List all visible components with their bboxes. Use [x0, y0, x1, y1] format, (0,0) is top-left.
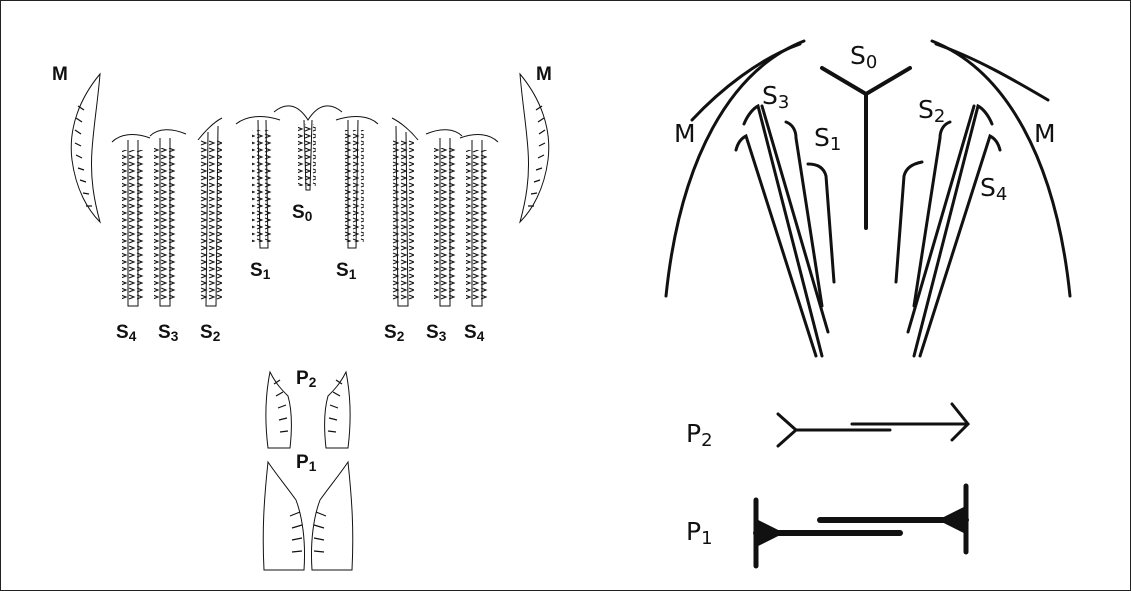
- label-s3-right: S3: [426, 322, 447, 344]
- label-s0-right: S0: [850, 41, 877, 73]
- p2-element-left-drawing: [266, 372, 291, 448]
- p1-schematic: [756, 486, 966, 566]
- m-element-left-drawing: [71, 74, 100, 222]
- label-s2-right: S2: [384, 322, 405, 344]
- label-s3-left: S3: [158, 322, 179, 344]
- s1-element-right-drawing: [336, 117, 378, 248]
- s2-element-right-drawing: [392, 118, 418, 306]
- s3-element-right-drawing: [426, 130, 462, 306]
- s1-schematic-right: [896, 162, 922, 282]
- p2-element-right-drawing: [325, 372, 350, 448]
- label-m-schematic-left: M: [674, 119, 696, 148]
- label-s2-right: S2: [918, 95, 945, 127]
- label-s1-right: S1: [336, 260, 357, 282]
- s1-element-left-drawing: [236, 117, 280, 248]
- label-s4-right: S4: [464, 322, 485, 344]
- label-p1-left: P1: [296, 452, 317, 474]
- s1-schematic-left: [808, 164, 834, 282]
- left-element-drawings: [71, 74, 549, 570]
- p1-element-right-drawing: [311, 462, 352, 570]
- label-s4-left: S4: [116, 322, 137, 344]
- p1-element-left-drawing: [263, 462, 304, 570]
- label-m-schematic-right: M: [1034, 119, 1056, 148]
- s4-element-left-drawing: [112, 135, 150, 306]
- label-p2-schematic: P2: [686, 419, 713, 451]
- label-p1-schematic: P1: [686, 517, 713, 549]
- label-s3-right: S3: [762, 81, 789, 113]
- m-element-right-drawing: [520, 74, 549, 222]
- label-s1-right: S1: [814, 123, 841, 155]
- label-s0-left: S0: [292, 202, 313, 224]
- s0-element-drawing: [274, 106, 342, 190]
- label-m-left: M: [52, 64, 68, 85]
- s4-element-right-drawing: [460, 135, 498, 306]
- label-s4-right: S4: [980, 173, 1007, 205]
- label-s2-left: S2: [200, 322, 221, 344]
- label-p2-left: P2: [296, 368, 317, 390]
- right-schematic: [666, 41, 1070, 566]
- s2-element-left-drawing: [198, 118, 222, 306]
- s3-element-left-drawing: [150, 130, 186, 306]
- p2-schematic: [778, 404, 968, 446]
- label-s1-left: S1: [250, 260, 271, 282]
- label-m-right: M: [536, 64, 552, 85]
